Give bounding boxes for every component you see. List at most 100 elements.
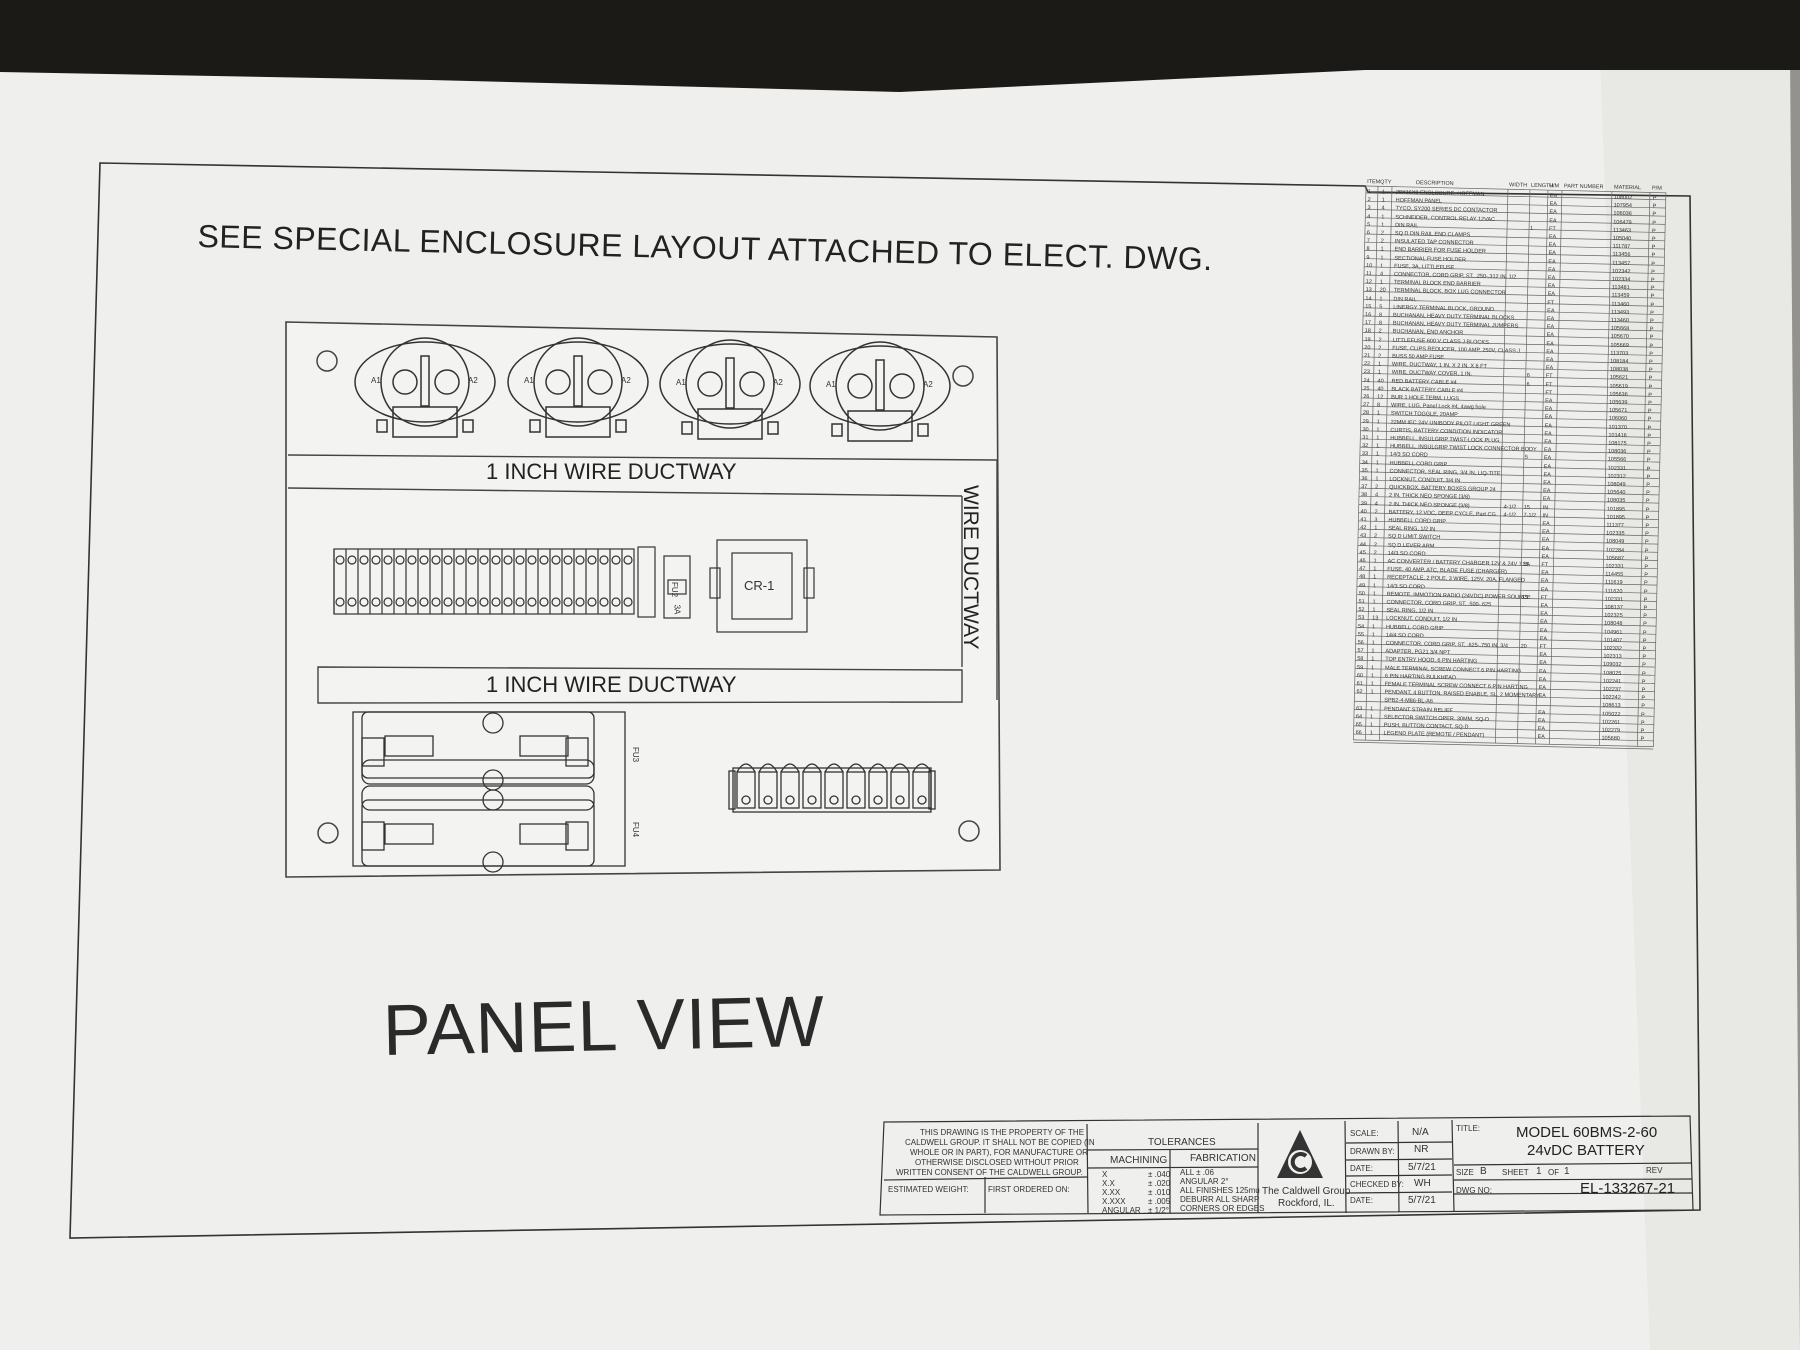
bom-cell: 1	[1375, 459, 1379, 466]
bom-cell: 30	[1362, 426, 1369, 433]
fabrication-tolerance-line: ANGULAR 2°	[1180, 1177, 1229, 1186]
bom-cell: 1	[1374, 525, 1378, 532]
estimated-weight-label: ESTIMATED WEIGHT:	[888, 1185, 969, 1194]
bom-cell: P	[1641, 670, 1646, 678]
bom-cell: EA	[1542, 529, 1550, 536]
bom-cell: P	[1645, 523, 1650, 530]
bom-cell: P	[1652, 203, 1657, 210]
bom-cell: WIRE, DUCTWAY, 1 IN. X 2 IN. X 6 FT	[1391, 361, 1487, 370]
bom-cell: 61	[1356, 680, 1363, 688]
bom-cell: 111787	[1612, 243, 1631, 251]
bom-cell: P	[1645, 507, 1650, 514]
bom-cell: P	[1642, 638, 1647, 645]
bom-cell: 15	[1521, 594, 1528, 601]
bom-cell: WIRE, DUCTWAY COVER, 1 IN.	[1391, 370, 1473, 378]
company-name: The Caldwell Group	[1262, 1186, 1351, 1197]
bom-cell: EA	[1538, 709, 1546, 716]
bom-cell: EA	[1542, 496, 1551, 503]
bom-cell: 16	[1365, 312, 1372, 319]
bom-cell: SQ D LIMIT SWITCH	[1387, 533, 1441, 542]
bom-cell: FT	[1549, 225, 1556, 233]
bom-cell: P	[1650, 277, 1655, 284]
bom-cell: 62	[1356, 689, 1363, 696]
bom-cell: 60	[1356, 672, 1364, 679]
bom-cell: 101416	[1608, 432, 1627, 439]
bom-cell: 3	[1367, 205, 1371, 212]
bom-cell: P	[1646, 474, 1651, 481]
bom-cell: P	[1648, 400, 1652, 407]
bom-cell: 113703	[1610, 350, 1629, 357]
tolerances-label: TOLERANCES	[1148, 1137, 1216, 1148]
bom-cell: 49	[1358, 582, 1366, 589]
bom-cell: 108002	[1613, 194, 1633, 202]
bom-cell: EA	[1545, 398, 1553, 405]
bom-cell: P	[1642, 629, 1647, 637]
bom-cell: P	[1643, 605, 1648, 612]
contactor-1-a1: A1	[371, 376, 381, 385]
property-notice-line: WHOLE OR IN PART), FOR MANUFACTURE OR	[910, 1148, 1088, 1157]
property-notice-line: WRITTEN CONSENT OF THE CALDWELL GROUP.	[896, 1168, 1083, 1177]
bom-cell: 105669	[1610, 342, 1629, 349]
bom-cell: EA	[1548, 234, 1557, 241]
bom-cell: TOP ENTRY HOOD, 6 PIN HARTING	[1385, 656, 1478, 666]
bom-cell: EA	[1540, 586, 1549, 593]
bom-cell: P	[1651, 252, 1656, 259]
bom-cell: LEGEND PLATE (REMOTE / PENDANT)	[1383, 730, 1485, 740]
bom-cell: 1	[1371, 664, 1375, 671]
bom-cell: 102237	[1602, 686, 1622, 693]
bom-cell: CONNECTOR, SEAL RING, 3/4 IN, LIQ-TITE	[1389, 468, 1501, 477]
bom-cell: 35	[1361, 467, 1368, 474]
bom-cell: 40	[1377, 386, 1384, 393]
bom-cell: 1	[1371, 623, 1376, 630]
bom-header: MATERIAL	[1613, 184, 1642, 192]
bom-header: WIDTH	[1508, 182, 1528, 189]
bom-cell: 2	[1378, 345, 1382, 352]
bom-cell: P	[1646, 482, 1651, 489]
property-notice-line: CALDWELL GROUP. IT SHALL NOT BE COPIED (…	[905, 1138, 1095, 1147]
bom-cell: 106479	[1613, 219, 1632, 226]
bom-cell: 3	[1374, 517, 1378, 524]
bom-cell: P	[1646, 457, 1651, 464]
bom-cell: 7-1/2	[1523, 512, 1537, 519]
bom-cell: HUBBELL CORD GRIP	[1385, 624, 1444, 632]
bom-cell: EA	[1543, 471, 1551, 479]
relay-cr1-label: CR-1	[744, 578, 775, 593]
bom-cell: P	[1649, 326, 1654, 333]
bom-cell: P	[1648, 367, 1653, 374]
bom-cell: 102335	[1606, 530, 1625, 538]
bom-cell: 25	[1363, 385, 1370, 392]
rev-label: REV	[1646, 1166, 1663, 1175]
checked-by-value: WH	[1414, 1178, 1431, 1189]
bom-cell: 102332	[1603, 645, 1622, 652]
bom-cell: 1	[1381, 197, 1385, 204]
dwg-no-value: EL-133267-21	[1580, 1180, 1676, 1197]
bom-cell: 15	[1523, 504, 1530, 511]
bom-cell: EA	[1538, 668, 1547, 675]
bom-cell: 47	[1359, 566, 1366, 573]
bom-cell: CONNECTOR, CORD GRIP, ST, .250-.312 IN, …	[1393, 271, 1517, 281]
bom-cell: P	[1647, 433, 1652, 440]
bom-cell: END BARRIER FOR FUSE HOLDER	[1394, 247, 1486, 256]
bom-cell: P	[1641, 679, 1646, 686]
bom-cell: 22MM IEC 24V UNIBODY PILOT LIGHT GREEN	[1390, 419, 1511, 428]
bom-cell: P	[1644, 564, 1649, 571]
bom-cell: P	[1651, 244, 1656, 251]
bom-cell: 1	[1381, 222, 1385, 229]
bom-cell: EA	[1547, 291, 1555, 298]
bom-cell: FUSE, 3A, LITTLEFUSE	[1394, 263, 1455, 271]
drawing-sheet	[0, 70, 1800, 1350]
bom-cell: P	[1647, 416, 1652, 423]
bom-cell: P	[1652, 195, 1657, 202]
bom-cell: 1	[1369, 714, 1374, 721]
bom-cell: 1	[1372, 582, 1377, 589]
bom-cell: EA	[1537, 717, 1546, 725]
bom-cell: P	[1644, 572, 1648, 579]
bom-cell: P	[1651, 261, 1656, 268]
bom-cell: 108049	[1605, 538, 1625, 546]
sheet-value: 1	[1536, 1166, 1542, 1177]
bom-cell: HUBBELL CORD GRIP	[1388, 517, 1447, 525]
bom-cell: 2	[1374, 509, 1378, 516]
sheet-label: SHEET	[1502, 1168, 1529, 1177]
bom-cell: 8	[1376, 402, 1381, 409]
bom-cell: 1	[1380, 254, 1384, 262]
